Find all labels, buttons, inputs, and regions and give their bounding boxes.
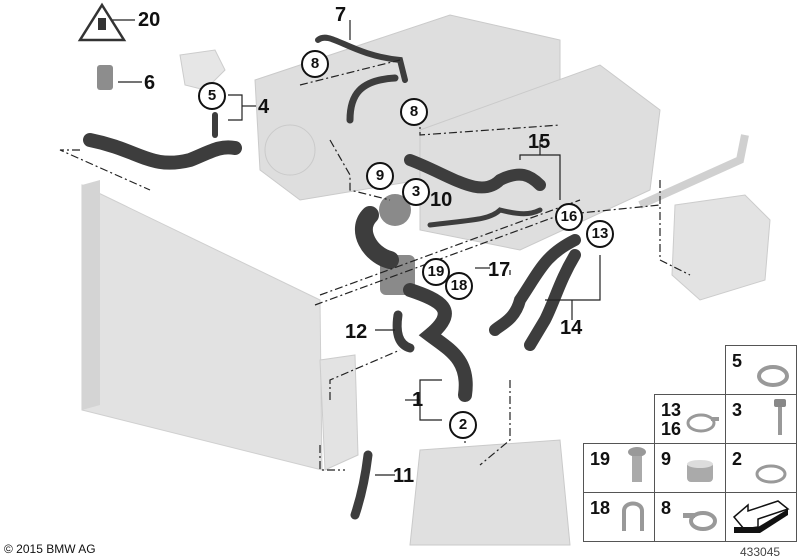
screw-icon — [628, 447, 646, 482]
callout-5-circled: 5 — [198, 82, 226, 110]
hose-11 — [350, 450, 373, 520]
legend-cell-2: 2 — [725, 443, 797, 493]
legend-cell-5: 5 — [725, 345, 797, 395]
hose-9 — [346, 74, 399, 124]
clamp-band-icon — [687, 460, 713, 482]
water-pump — [379, 194, 415, 295]
callout-13-circled: 13 — [586, 220, 614, 248]
callout-16-circled: 16 — [555, 203, 583, 231]
legend-label-13-16: 13 16 — [661, 400, 682, 439]
callout-17: 17 — [488, 259, 511, 281]
bolt-icon — [774, 399, 786, 435]
clamp-icon — [683, 511, 717, 531]
copyright-text: © 2015 BMW AG — [4, 542, 96, 556]
holder-clip-icon — [622, 501, 644, 531]
sensor-symbol — [77, 2, 127, 42]
callout-6: 6 — [144, 72, 156, 94]
sensor-6 — [97, 65, 113, 90]
reservoir — [179, 49, 226, 91]
hose-1 — [403, 283, 473, 402]
callout-4: 4 — [258, 96, 270, 118]
oil-cooler — [319, 354, 359, 471]
legend-cell-3: 3 — [725, 394, 797, 444]
legend-label-9: 9 — [661, 449, 672, 469]
legend-cell-19: 19 — [583, 443, 655, 493]
callout-14: 14 — [560, 317, 583, 339]
callout-11: 11 — [393, 465, 415, 487]
hose-12 — [392, 310, 415, 353]
callout-2-circled: 2 — [449, 411, 477, 439]
callout-9-circled: 9 — [366, 162, 394, 190]
callout-12: 12 — [345, 321, 368, 343]
legend-label-19: 19 — [590, 449, 611, 469]
callout-20: 20 — [138, 9, 161, 31]
legend-label-18: 18 — [590, 498, 611, 518]
hose-4 — [83, 133, 242, 170]
diagram-number: 433045 — [740, 545, 781, 559]
legend-cell-8: 8 — [654, 492, 726, 542]
callout-7: 7 — [335, 4, 347, 26]
legend-label-8: 8 — [661, 498, 672, 518]
legend-cell-9: 9 — [654, 443, 726, 493]
hose-15 — [404, 154, 546, 194]
legend-cell-18: 18 — [583, 492, 655, 542]
hose-7 — [315, 34, 408, 83]
lower-engine — [409, 439, 571, 546]
legend-cell-13-16: 13 16 — [654, 394, 726, 444]
hose-14b — [524, 249, 581, 351]
callout-3-circled: 3 — [402, 178, 430, 206]
legend-label-3: 3 — [732, 400, 743, 420]
callout-10: 10 — [430, 189, 453, 211]
callout-8-circled-right: 8 — [400, 98, 428, 126]
callout-8-circled-top: 8 — [301, 50, 329, 78]
hose-14a — [489, 234, 581, 336]
legend-label-2: 2 — [732, 449, 743, 469]
expansion-tank — [638, 134, 771, 301]
hose-pump — [355, 206, 399, 269]
hoses — [83, 34, 581, 520]
hose-10 — [427, 207, 543, 228]
hose-clamp-icon — [757, 365, 789, 387]
hose-clamp-icon — [755, 464, 787, 484]
legend-label-5: 5 — [732, 351, 743, 371]
arrow-symbol-icon — [732, 500, 790, 533]
spring-clamp-icon — [686, 413, 719, 433]
callout-18-circled: 18 — [445, 272, 473, 300]
callout-15: 15 — [528, 131, 551, 153]
parts-legend: 5 13 16 3 19 9 2 18 8 — [575, 345, 800, 545]
radiator — [81, 180, 323, 471]
callout-1: 1 — [412, 389, 424, 411]
legend-cell-arrow — [725, 492, 797, 542]
